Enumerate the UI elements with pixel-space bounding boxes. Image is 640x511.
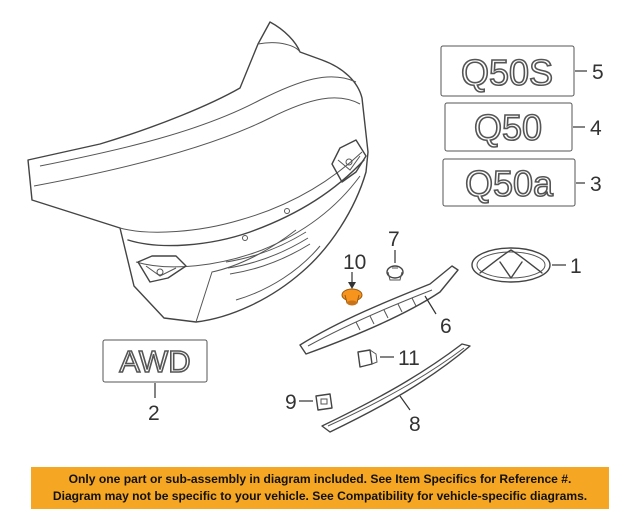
- callout-5: 5: [592, 61, 604, 84]
- notice-banner-background: [31, 467, 609, 509]
- awd-badge-text: AWD: [119, 344, 190, 379]
- q50a-emblem[interactable]: Q50a: [442, 158, 576, 207]
- infiniti-emblem[interactable]: [471, 247, 551, 283]
- q50-emblem[interactable]: Q50: [444, 102, 573, 152]
- notice-banner: Only one part or sub-assembly in diagram…: [31, 467, 609, 509]
- callout-1: 1: [570, 255, 582, 278]
- awd-emblem[interactable]: AWD: [102, 339, 208, 383]
- q50-badge-text: Q50: [474, 107, 542, 148]
- callout-4: 4: [590, 117, 602, 140]
- callout-11: 11: [398, 347, 420, 370]
- clip-part-11[interactable]: [357, 349, 378, 368]
- grommet-part-10[interactable]: [341, 288, 363, 306]
- notice-line-1: Only one part or sub-assembly in diagram…: [68, 472, 572, 486]
- callout-2: 2: [148, 402, 160, 425]
- callout-10: 10: [343, 251, 366, 274]
- clip-part-7[interactable]: [386, 265, 404, 281]
- q50s-emblem[interactable]: Q50S: [440, 45, 575, 97]
- trunk-finisher-part-6[interactable]: [299, 265, 459, 355]
- callout-9: 9: [285, 391, 297, 414]
- clip-part-9[interactable]: [315, 393, 333, 411]
- trunk-lid: [27, 21, 369, 323]
- callout-7: 7: [388, 228, 400, 251]
- callout-3: 3: [590, 173, 602, 196]
- q50a-badge-text: Q50a: [465, 163, 554, 204]
- q50s-badge-text: Q50S: [461, 52, 553, 93]
- callout-6: 6: [440, 315, 452, 338]
- notice-line-2: Diagram may not be specific to your vehi…: [52, 489, 588, 503]
- garnish-strip-part-8[interactable]: [321, 343, 471, 433]
- callout-8: 8: [409, 413, 421, 436]
